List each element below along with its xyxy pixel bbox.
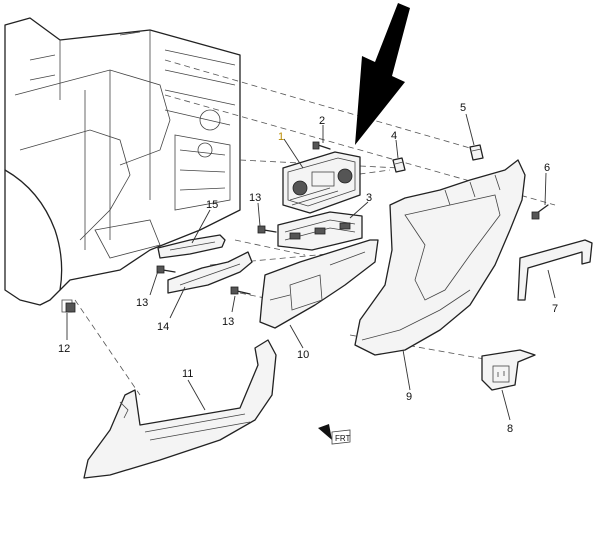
callout-11: 11 — [182, 368, 193, 380]
callout-12: 12 — [58, 343, 70, 355]
part-13-screws — [156, 225, 277, 295]
callout-13-left: 13 — [136, 297, 148, 309]
part-12-clip — [65, 302, 76, 313]
part-9-console-panel — [354, 159, 526, 356]
callout-1: 1 — [278, 131, 284, 143]
frt-label: FRT — [335, 434, 351, 443]
part-7-trim-handle — [517, 239, 593, 301]
part-10-lower-bracket — [259, 239, 379, 329]
callout-14: 14 — [157, 321, 169, 333]
part-15-connector — [157, 234, 226, 259]
part-4-clip — [392, 157, 406, 173]
front-direction-indicator: FRT — [318, 424, 351, 445]
part-6-screw — [531, 204, 549, 220]
part-5-clip — [469, 144, 484, 161]
part-1-climate-control-panel — [282, 151, 361, 214]
callout-6: 6 — [544, 162, 550, 174]
callout-3: 3 — [366, 192, 372, 204]
callout-15: 15 — [206, 199, 218, 211]
part-14-bracket — [167, 251, 253, 294]
part-2-screw — [312, 141, 331, 150]
callout-4: 4 — [391, 130, 397, 142]
callout-10: 10 — [297, 349, 309, 361]
part-11-trim-panel — [83, 339, 277, 479]
callout-13-bottom: 13 — [222, 316, 234, 328]
pointer-arrow — [355, 3, 410, 145]
part-3-bracket — [277, 211, 363, 251]
callout-2: 2 — [319, 115, 325, 127]
callout-5: 5 — [460, 102, 466, 114]
callout-labels: 1 2 3 4 5 6 7 8 9 10 11 12 13 13 13 14 1… — [58, 102, 558, 435]
part-8-power-outlet — [481, 349, 536, 391]
leader-lines — [66, 113, 556, 421]
instrument-panel-frame — [4, 17, 241, 313]
callout-13-top: 13 — [249, 192, 261, 204]
callout-8: 8 — [507, 423, 513, 435]
callout-7: 7 — [552, 303, 558, 315]
callout-9: 9 — [406, 391, 412, 403]
